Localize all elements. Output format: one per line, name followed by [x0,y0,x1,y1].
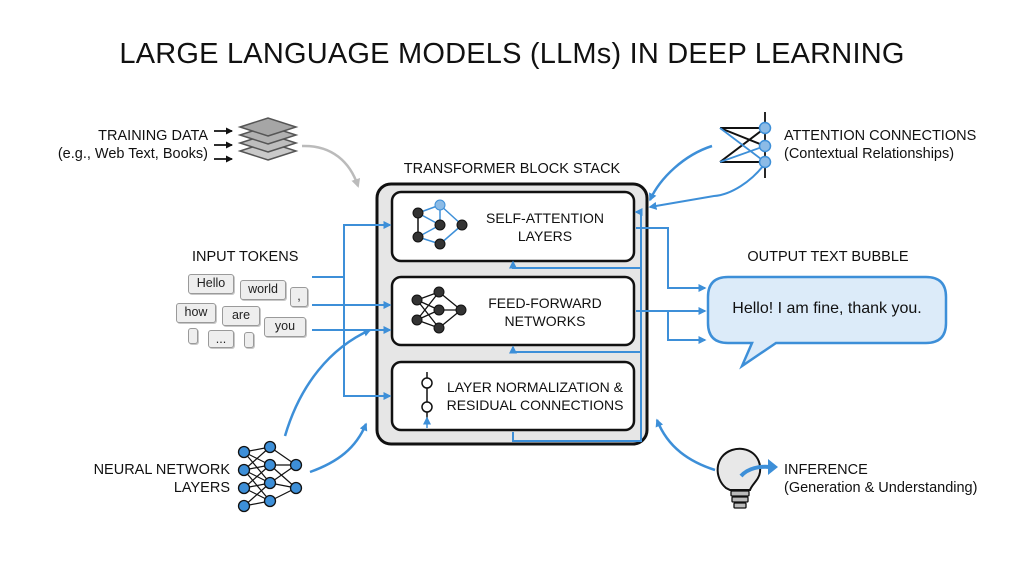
token-blank-2 [244,332,254,348]
training-data-subtitle: (e.g., Web Text, Books) [57,146,208,162]
chain-icon [421,372,433,428]
layer-norm-line2: RESIDUAL CONNECTIONS [446,397,624,413]
input-tokens-label: INPUT TOKENS [192,249,299,265]
attention-subtitle: (Contextual Relationships) [784,146,955,162]
self-attention-line2: LAYERS [517,228,573,244]
attention-arrow [648,144,713,202]
inference-arrow [655,418,716,472]
token-hello: Hello [188,274,234,294]
self-attention-text: SELF-ATTENTION LAYERS [470,209,620,245]
training-data-label: TRAINING DATA (e.g., Web Text, Books) [40,127,208,163]
layer-norm-line1: LAYER NORMALIZATION & [446,379,624,395]
training-data-title: TRAINING DATA [98,128,208,144]
token-ellipsis: ... [208,330,234,348]
token-blank [188,328,198,344]
network-graph-icon [412,199,468,250]
attention-label: ATTENTION CONNECTIONS (Contextual Relati… [784,127,976,163]
output-bubble-text: Hello! I am fine, thank you. [732,300,922,317]
neural-network-icon [237,440,303,513]
token-world: world [240,280,286,300]
page-title: LARGE LANGUAGE MODELS (LLMs) IN DEEP LEA… [119,38,905,70]
transformer-stack-label: TRANSFORMER BLOCK STACK [403,161,621,177]
feed-forward-text: FEED-FORWARD NETWORKS [470,294,620,330]
layer-norm-box [390,360,636,432]
training-input-arrows [214,127,233,163]
attention-arrow-2 [648,161,767,210]
neural-network-subtitle: LAYERS [173,480,230,496]
feed-forward-line2: NETWORKS [504,313,586,329]
inference-subtitle: (Generation & Understanding) [784,480,978,496]
lightbulb-icon [716,447,778,509]
input-arrows [312,221,392,400]
attention-graph-icon [719,112,772,178]
self-attention-line1: SELF-ATTENTION [486,210,604,226]
neural-network-title: NEURAL NETWORK [93,462,230,478]
inference-label: INFERENCE (Generation & Understanding) [784,461,977,497]
feed-forward-layer-box [390,275,636,347]
token-how: how [176,303,216,323]
token-are: are [222,306,260,326]
attention-title: ATTENTION CONNECTIONS [784,128,977,144]
neural-network-label: NEURAL NETWORK LAYERS [70,461,230,497]
neural-net-arrow-1 [283,328,372,437]
residual-connectors [509,208,643,442]
layers-stack-icon [237,117,299,161]
token-you: you [264,317,306,337]
inference-title: INFERENCE [784,462,868,478]
layer-norm-text: LAYER NORMALIZATION & RESIDUAL CONNECTIO… [440,378,630,414]
output-label: OUTPUT TEXT BUBBLE [747,249,909,265]
output-arrows [636,227,707,344]
training-data-arrow [301,144,361,188]
token-comma: , [290,287,308,307]
feed-forward-line1: FEED-FORWARD [488,295,602,311]
feed-forward-icon [411,286,467,334]
neural-net-arrow-2 [309,422,368,474]
output-bubble-shape [706,275,948,370]
